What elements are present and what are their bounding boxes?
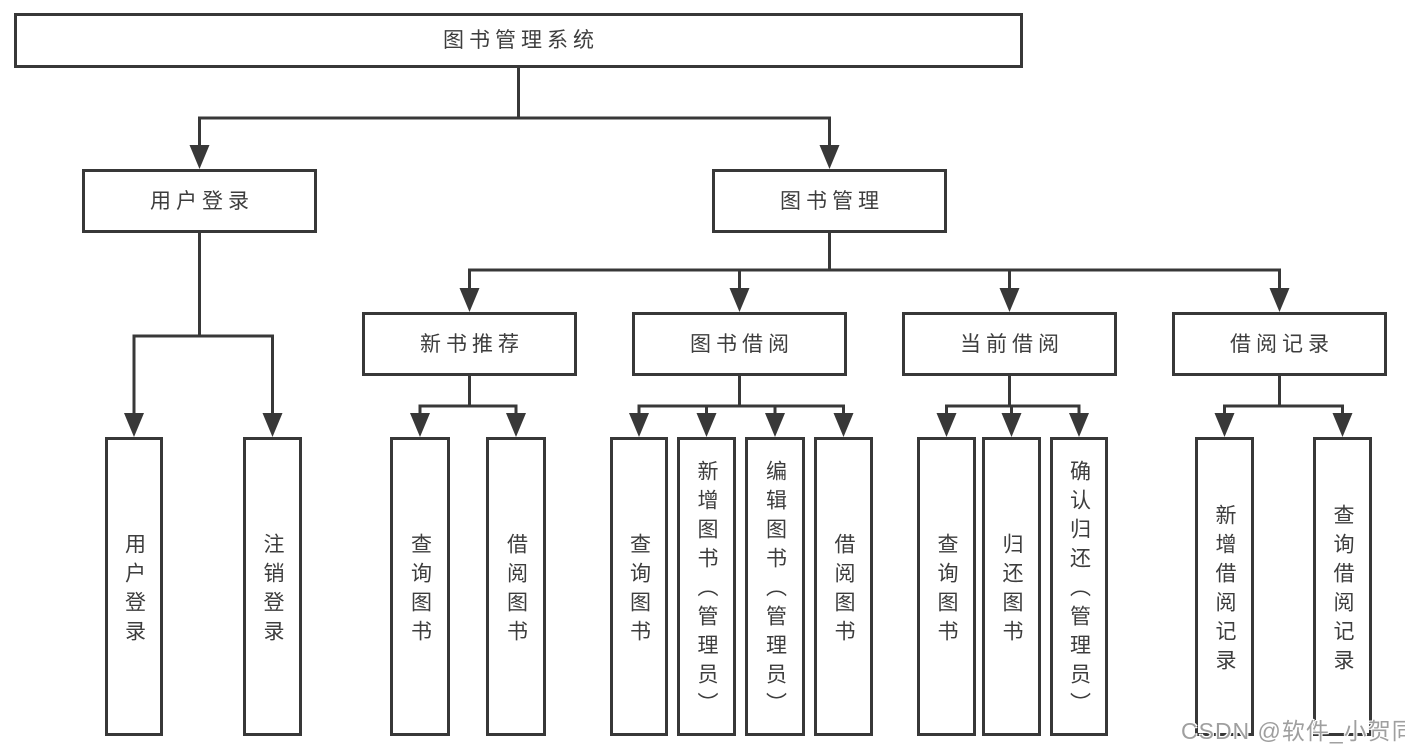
node-br-add: 新增借阅记录 bbox=[1195, 437, 1254, 736]
node-label: 新书推荐 bbox=[420, 332, 524, 356]
node-label: 借阅记录 bbox=[1230, 332, 1334, 356]
arrowhead-icon-br-add bbox=[1214, 413, 1235, 437]
node-cb-query: 查询图书 bbox=[917, 437, 976, 736]
arrowhead-icon-br-query bbox=[1332, 413, 1353, 437]
node-label: 归还图书 bbox=[1000, 532, 1023, 649]
arrowhead-icon-bb-borrow bbox=[833, 413, 854, 437]
node-borrow-rec: 借阅记录 bbox=[1172, 312, 1387, 376]
arrowhead-icon-nr-borrow bbox=[506, 413, 526, 437]
node-ul-login: 用户登录 bbox=[105, 437, 163, 736]
node-label: 新增图书（管理员） bbox=[695, 460, 718, 721]
arrowhead-icon-cb-return bbox=[1001, 413, 1022, 437]
node-label: 编辑图书（管理员） bbox=[763, 460, 787, 721]
node-bb-add: 新增图书（管理员） bbox=[677, 437, 736, 736]
node-label: 确认归还（管理员） bbox=[1067, 460, 1091, 721]
node-ul-logout: 注销登录 bbox=[243, 437, 302, 736]
arrowhead-icon-cb-query bbox=[936, 413, 957, 437]
arrowhead-icon-book-borrow bbox=[729, 288, 750, 312]
node-cb-return: 归还图书 bbox=[982, 437, 1041, 736]
node-nr-borrow: 借阅图书 bbox=[486, 437, 546, 736]
node-label: 图书管理系统 bbox=[443, 29, 599, 52]
node-label: 借阅图书 bbox=[504, 532, 528, 649]
node-nr-query: 查询图书 bbox=[390, 437, 450, 736]
arrowhead-icon-user-login bbox=[189, 145, 210, 169]
arrowhead-icon-borrow-rec bbox=[1269, 288, 1290, 312]
node-bb-borrow: 借阅图书 bbox=[814, 437, 873, 736]
node-label: 新增借阅记录 bbox=[1213, 503, 1236, 678]
arrowhead-icon-bb-query bbox=[629, 413, 649, 437]
arrowhead-icon-cur-borrow bbox=[999, 288, 1020, 312]
node-new-rec: 新书推荐 bbox=[362, 312, 577, 376]
node-user-login: 用户登录 bbox=[82, 169, 317, 233]
node-bb-query: 查询图书 bbox=[610, 437, 668, 736]
watermark: CSDN @软件_小贺同学 bbox=[1181, 718, 1405, 744]
node-label: 图书管理 bbox=[780, 189, 884, 213]
arrowhead-icon-cb-confirm bbox=[1069, 413, 1089, 437]
node-label: 查询借阅记录 bbox=[1331, 503, 1354, 678]
node-label: 当前借阅 bbox=[960, 332, 1064, 356]
node-label: 查询图书 bbox=[935, 532, 958, 649]
node-book-mgmt: 图书管理 bbox=[712, 169, 947, 233]
node-cb-confirm: 确认归还（管理员） bbox=[1050, 437, 1108, 736]
arrowhead-icon-ul-logout bbox=[262, 413, 283, 437]
node-label: 用户登录 bbox=[122, 532, 146, 649]
node-br-query: 查询借阅记录 bbox=[1313, 437, 1372, 736]
arrowhead-icon-bb-add bbox=[696, 413, 717, 437]
node-label: 查询图书 bbox=[408, 532, 432, 649]
arrowhead-icon-book-mgmt bbox=[819, 145, 840, 169]
node-bb-edit: 编辑图书（管理员） bbox=[745, 437, 805, 736]
node-cur-borrow: 当前借阅 bbox=[902, 312, 1117, 376]
arrowhead-icon-nr-query bbox=[410, 413, 430, 437]
node-root: 图书管理系统 bbox=[14, 13, 1023, 68]
node-book-borrow: 图书借阅 bbox=[632, 312, 847, 376]
node-label: 借阅图书 bbox=[832, 532, 855, 649]
arrowhead-icon-ul-login bbox=[124, 413, 144, 437]
node-label: 图书借阅 bbox=[690, 332, 794, 356]
node-label: 注销登录 bbox=[261, 532, 284, 649]
node-label: 查询图书 bbox=[627, 532, 651, 649]
node-label: 用户登录 bbox=[150, 189, 254, 213]
arrowhead-icon-bb-edit bbox=[765, 413, 785, 437]
arrowhead-icon-new-rec bbox=[459, 288, 480, 312]
